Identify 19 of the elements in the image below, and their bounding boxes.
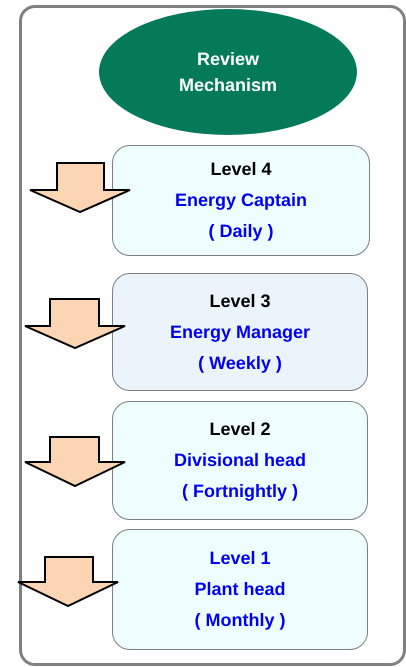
frequency-text: ( Daily ) xyxy=(208,220,274,243)
level-box xyxy=(112,273,368,391)
frame-panel xyxy=(19,5,406,666)
role-text: Plant head xyxy=(194,578,286,601)
role-text: Energy Captain xyxy=(174,189,308,212)
frequency-text: ( Monthly ) xyxy=(194,609,286,632)
level-box xyxy=(112,401,368,520)
level-heading: Level 4 xyxy=(210,158,272,181)
title-text: Review Mechanism xyxy=(178,48,278,97)
role-text: Energy Manager xyxy=(170,320,310,344)
frequency-text: ( Fortnightly ) xyxy=(182,480,298,503)
level-heading: Level 2 xyxy=(209,418,271,441)
title-ellipse xyxy=(99,9,357,135)
frequency-text: ( Weekly ) xyxy=(198,352,282,375)
role-text: Divisional head xyxy=(174,449,306,472)
level-heading: Level 3 xyxy=(209,290,271,312)
level-box xyxy=(112,529,368,650)
level-box xyxy=(112,145,370,256)
level-heading: Level 1 xyxy=(209,547,271,570)
